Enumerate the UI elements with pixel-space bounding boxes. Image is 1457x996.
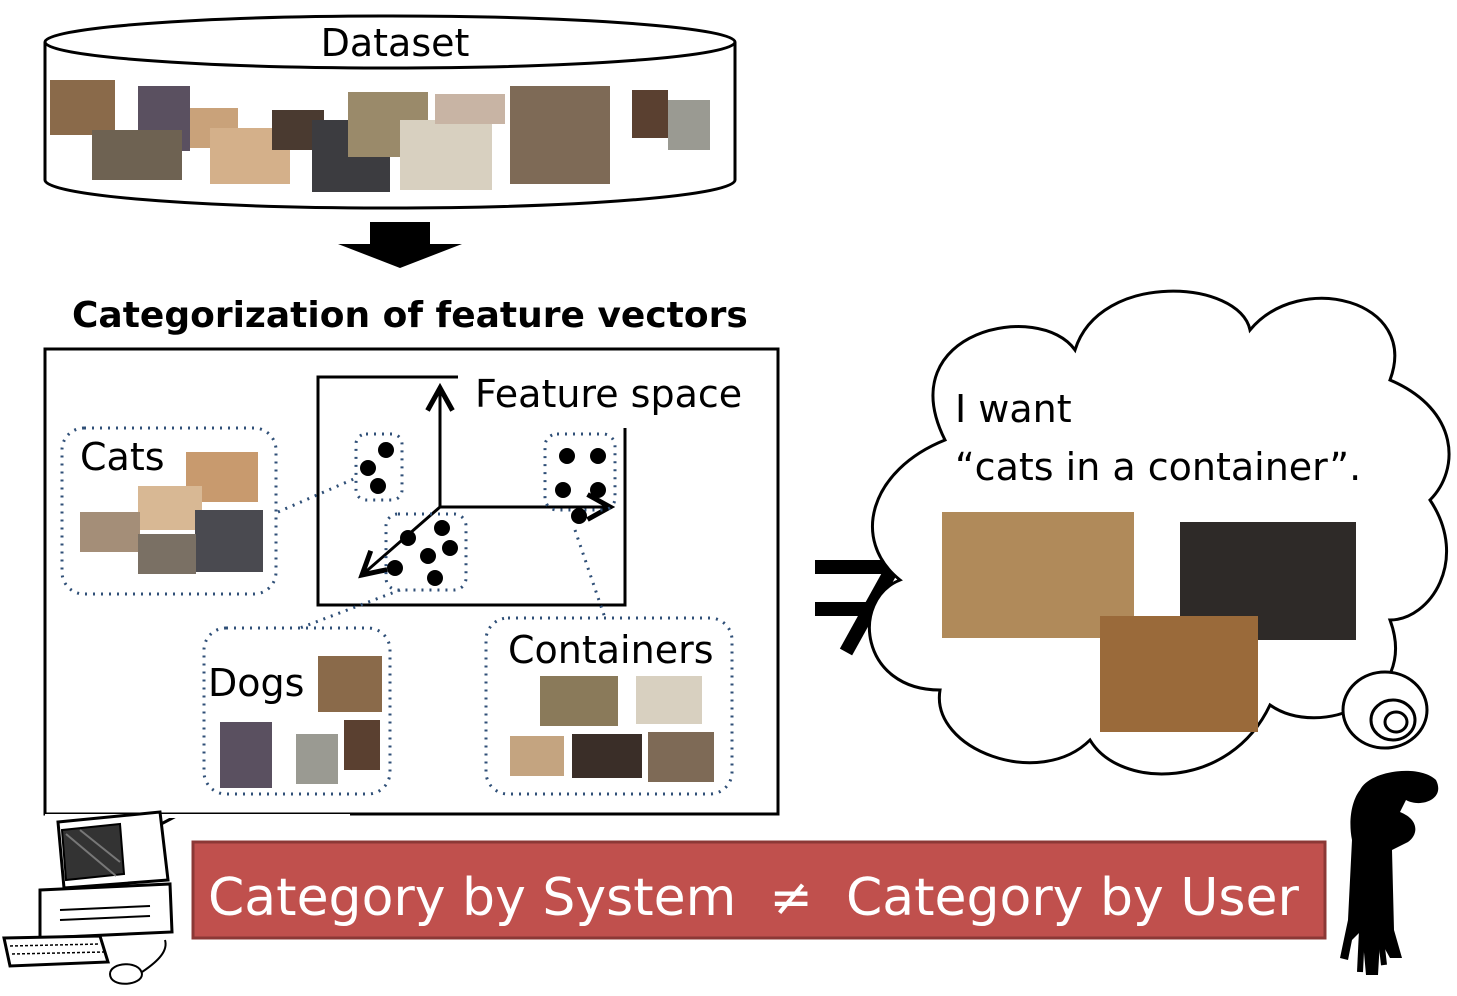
dogs-group: Dogs (202, 626, 392, 796)
cat-photo (138, 534, 196, 574)
pot-photo (510, 736, 564, 776)
cat-photo (138, 486, 202, 530)
cat-photo (80, 512, 140, 552)
thought-cloud-icon (867, 289, 1451, 776)
cat-photo (92, 130, 182, 180)
categorization-panel: Feature space (43, 347, 780, 816)
computer-icon (2, 810, 350, 985)
section-title: Categorization of feature vectors (72, 295, 748, 336)
thought-line-2: “cats in a container”. (955, 445, 1361, 489)
dogs-label: Dogs (208, 661, 304, 705)
cat-photo (195, 510, 263, 572)
arrow-down-icon (338, 222, 462, 268)
containers-label: Containers (508, 628, 714, 672)
thought-images (942, 512, 1356, 732)
pot-photo (400, 120, 492, 190)
cluster-connectors (277, 476, 607, 630)
cats-label: Cats (80, 435, 165, 479)
pot-photo (636, 676, 702, 724)
dog-photo (668, 100, 710, 150)
containers-feature-cluster (543, 432, 617, 524)
dataset-cylinder: Dataset (43, 14, 737, 210)
feature-space-frame (316, 375, 627, 607)
conclusion-banner: Category by System ≠ Category by User (191, 840, 1327, 940)
dogs-feature-cluster (384, 512, 468, 592)
dataset-label: Dataset (321, 21, 470, 65)
cat-photo (435, 94, 505, 124)
cats-group: Cats (60, 426, 278, 596)
feature-space-label: Feature space (475, 372, 742, 416)
containers-group: Containers (484, 616, 734, 796)
dog-photo (296, 734, 338, 784)
disappointed-person-icon (1340, 770, 1439, 975)
dog-photo (220, 722, 272, 788)
cats-in-pot-photo (1100, 616, 1258, 732)
dog-photo (632, 90, 668, 138)
pot-photo (648, 732, 714, 782)
pot-photo (510, 86, 610, 184)
dog-photo (318, 656, 382, 712)
thought-line-1: I want (955, 387, 1072, 431)
dog-photo (50, 80, 115, 135)
pot-photo (572, 734, 642, 778)
dataset-images (50, 80, 710, 192)
dog-photo (344, 720, 380, 770)
cats-feature-cluster (354, 432, 404, 502)
pot-photo (540, 676, 618, 726)
banner-text: Category by System ≠ Category by User (208, 868, 1299, 928)
